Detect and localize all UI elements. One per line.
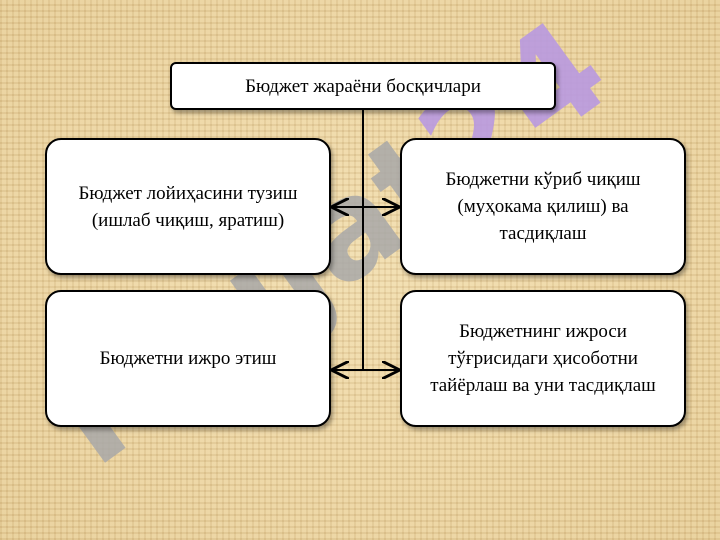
stage-2-label: Бюджетни кўриб чиқиш (муҳокама қилиш) ва… [445,169,641,244]
stage-4-label: Бюджетнинг ижроси тўғрисидаги ҳисоботни … [430,321,656,396]
diagram-title: Бюджет жараёни босқичлари [245,75,481,97]
stage-box-4: Бюджетнинг ижроси тўғрисидаги ҳисоботни … [400,290,686,427]
stage-box-1: Бюджет лойиҳасини тузиш (ишлаб чиқиш, яр… [45,138,331,275]
stage-1-label: Бюджет лойиҳасини тузиш (ишлаб чиқиш, яр… [78,182,298,231]
stage-3-label: Бюджетни ижро этиш [99,348,277,369]
stage-box-2: Бюджетни кўриб чиқиш (муҳокама қилиш) ва… [400,138,686,275]
stage-box-3: Бюджетни ижро этиш [45,290,331,427]
diagram-title-box: Бюджет жараёни босқичлари [170,62,556,110]
